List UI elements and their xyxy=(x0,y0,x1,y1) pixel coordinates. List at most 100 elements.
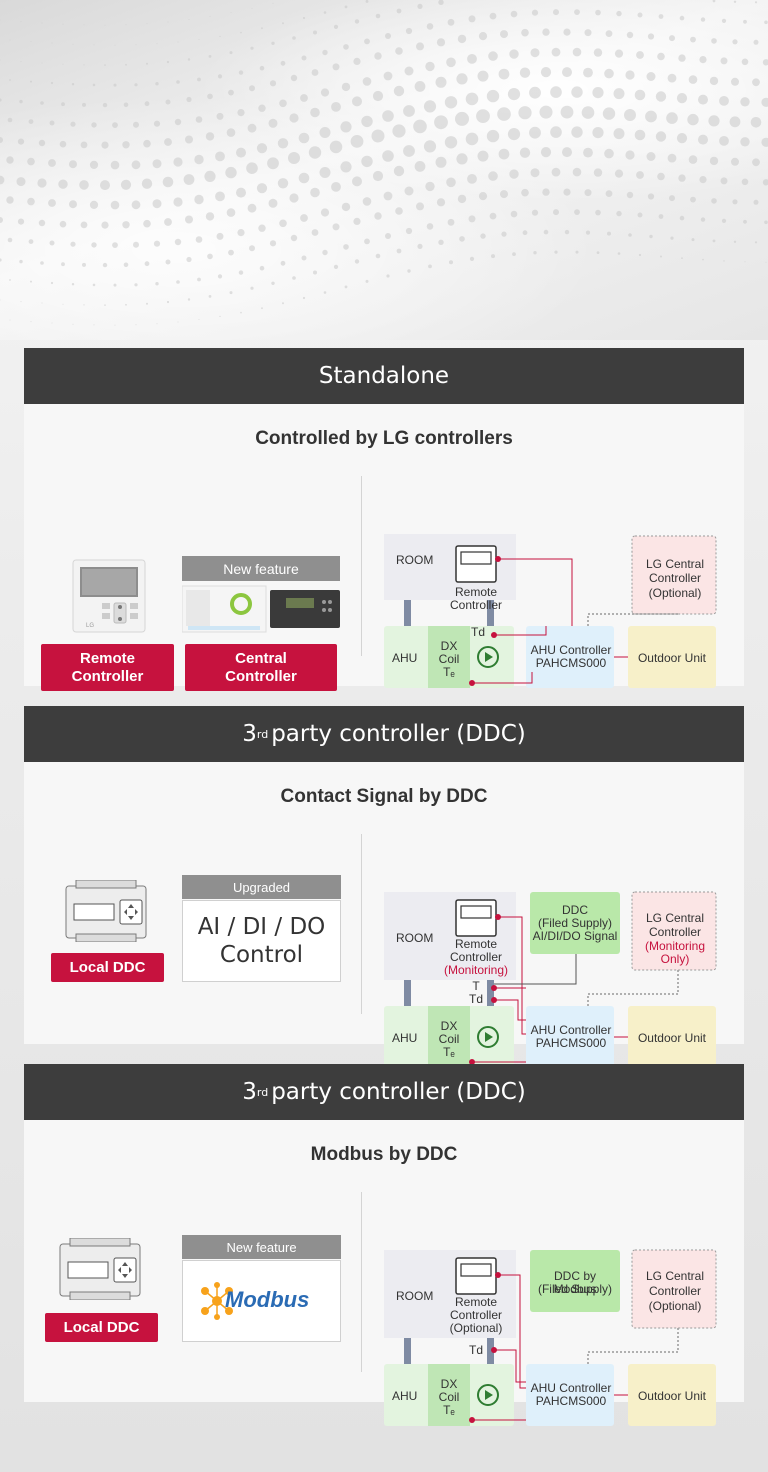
modbus-logo-card: Modbus xyxy=(182,1260,341,1342)
svg-text:LG: LG xyxy=(86,623,94,629)
ahu-controller-label-2: PAHCMS000 xyxy=(535,1036,607,1050)
dx-coil-box xyxy=(428,1364,470,1426)
hero-background xyxy=(0,0,768,340)
coil-label: Coil xyxy=(438,652,460,666)
lg-central-monitoring-2: Only) xyxy=(660,952,690,966)
outdoor-unit-box xyxy=(628,1364,716,1426)
remote-controller-button[interactable]: Remote Controller xyxy=(41,644,174,691)
lg-central-label-1: LG Central xyxy=(645,911,705,925)
lg-central-box xyxy=(631,535,717,615)
remote-label-1: Remote xyxy=(454,585,498,599)
ahu-controller-label-2: PAHCMS000 xyxy=(535,1394,607,1408)
dx-label: DX xyxy=(440,1019,458,1033)
ddc-box xyxy=(530,892,620,954)
section-header-sup: rd xyxy=(256,727,269,741)
coil-label: Coil xyxy=(438,1032,460,1046)
room-label: ROOM xyxy=(396,553,434,567)
dx-label: DX xyxy=(440,1377,458,1391)
lg-central-label-2: Controller xyxy=(648,571,702,585)
t-label: T xyxy=(472,979,480,993)
lg-central-label-2: Controller xyxy=(648,1284,702,1298)
section-header-title: party controller (DDC) xyxy=(271,721,526,747)
ddc-label-2: (Filed Supply) xyxy=(537,1282,613,1296)
remote-label-2: Controller xyxy=(449,1308,503,1322)
ahu-controller-box xyxy=(526,1364,614,1426)
ddc-label-1: DDC xyxy=(562,903,588,917)
section-header-title: Standalone xyxy=(318,363,450,389)
outdoor-unit-label: Outdoor Unit xyxy=(637,1389,707,1403)
section-header-sup: rd xyxy=(256,1085,269,1099)
lg-central-label-2: Controller xyxy=(648,925,702,939)
remote-controller-label-line1: Remote xyxy=(79,649,135,667)
diagram-shapes xyxy=(384,534,717,688)
te-label: Tₑ xyxy=(443,665,455,679)
halftone-wave-graphic xyxy=(0,0,768,326)
lg-central-label-3: (Optional) xyxy=(648,586,702,600)
section-subtitle: Controlled by LG controllers xyxy=(255,428,513,449)
section-divider xyxy=(361,834,362,1014)
remote-monitoring-label: (Monitoring) xyxy=(443,963,509,977)
section-subtitle: Contact Signal by DDC xyxy=(280,786,488,807)
remote-controller-label-line2: Controller xyxy=(71,667,144,685)
lg-central-label-1: LG Central xyxy=(645,1269,705,1283)
lg-central-label-1: LG Central xyxy=(645,557,705,571)
modbus-logo-icon xyxy=(201,1282,233,1320)
lg-central-label-3: (Optional) xyxy=(648,1299,702,1313)
coil-label: Coil xyxy=(438,1390,460,1404)
diagram-shapes xyxy=(384,891,717,1068)
ddc-box xyxy=(530,1250,620,1312)
section-header-title: party controller (DDC) xyxy=(271,1079,526,1105)
fan-icon xyxy=(477,1026,499,1048)
ahu-controller-label-1: AHU Controller xyxy=(530,1381,612,1395)
remote-label-3: (Optional) xyxy=(449,1321,503,1335)
local-ddc-button[interactable]: Local DDC xyxy=(45,1313,158,1342)
modbus-diagram: ROOM Remote Controller (Optional) DDC by… xyxy=(382,1192,722,1426)
remote-label-2: Controller xyxy=(449,598,503,612)
remote-label-1: Remote xyxy=(454,1295,498,1309)
fan-icon xyxy=(477,646,499,668)
lg-central-box xyxy=(631,1249,717,1329)
section-divider xyxy=(361,476,362,656)
local-ddc-device-image xyxy=(65,880,147,942)
aidido-control-card: AI / DI / DO Control xyxy=(182,900,341,982)
local-ddc-device-image xyxy=(59,1238,141,1300)
te-label: Tₑ xyxy=(443,1045,455,1059)
td-label: Td xyxy=(468,1343,483,1357)
outdoor-unit-box xyxy=(628,626,716,688)
section-standalone: Standalone Controlled by LG controllers … xyxy=(24,348,744,691)
ddc-label-3: AI/DI/DO Signal xyxy=(532,929,618,943)
fan-icon xyxy=(477,1384,499,1406)
room-label: ROOM xyxy=(396,1289,434,1303)
central-controller-label-line1: Central xyxy=(235,649,287,667)
outdoor-unit-box xyxy=(628,1006,716,1068)
ahu-controller-label-1: AHU Controller xyxy=(530,1023,612,1037)
upgraded-tag: Upgraded xyxy=(182,875,341,899)
central-controller-label-line2: Controller xyxy=(225,667,297,685)
modbus-logo-text: Modbus xyxy=(225,1287,310,1312)
lg-central-box xyxy=(631,891,717,971)
dx-coil-box xyxy=(428,1006,470,1068)
dx-label: DX xyxy=(440,639,458,653)
section-divider xyxy=(361,1192,362,1372)
new-feature-tag: New feature xyxy=(182,556,340,581)
ahu-label: AHU xyxy=(392,1031,418,1045)
te-label: Tₑ xyxy=(443,1403,455,1417)
outdoor-unit-label: Outdoor Unit xyxy=(637,651,707,665)
td-label: Td xyxy=(468,992,483,1006)
ddc-label-2: (Filed Supply) xyxy=(537,916,613,930)
central-controller-device-image xyxy=(182,585,340,633)
section-header: Standalone xyxy=(24,348,744,404)
dx-coil-box xyxy=(428,626,470,688)
room-label: ROOM xyxy=(396,931,434,945)
remote-controller-device-image: LG xyxy=(72,559,146,633)
lg-central-monitoring-1: (Monitoring xyxy=(644,939,706,953)
remote-label-2: Controller xyxy=(449,950,503,964)
ahu-label: AHU xyxy=(392,651,418,665)
ahu-controller-label-2: PAHCMS000 xyxy=(535,656,607,670)
central-controller-button[interactable]: Central Controller xyxy=(185,644,337,691)
local-ddc-button[interactable]: Local DDC xyxy=(51,953,164,982)
